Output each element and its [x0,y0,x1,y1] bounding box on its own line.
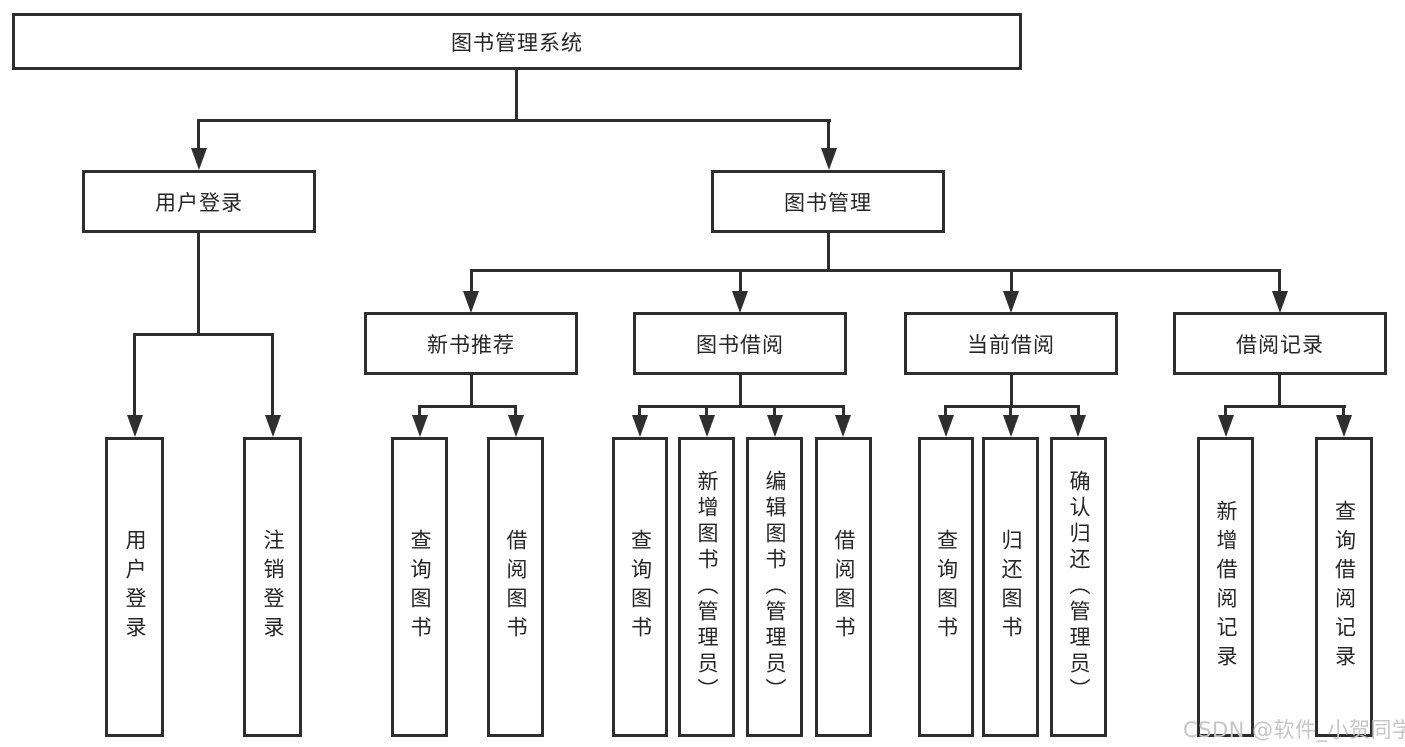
connector-drop [944,405,947,421]
connector-drop [739,269,742,295]
connector-drop [842,405,845,421]
leaf-confirm-return-admin: 确认归还（管理员） [1050,437,1107,737]
leaf-user-login: 用户登录 [105,437,164,737]
node-book-borrowing: 图书借阅 [633,312,847,375]
arrow-down-icon [127,415,143,437]
arrow-down-icon [767,415,783,437]
arrow-down-icon [938,415,954,437]
leaf-add-books-admin: 新增图书（管理员） [678,437,735,737]
connector-drop [1010,269,1013,295]
csdn-watermark: CSDN @软件_小贺同学 [1183,718,1405,742]
node-current-borrowing: 当前借阅 [904,312,1118,375]
arrow-down-icon [265,415,281,437]
arrow-down-icon [191,148,207,170]
leaf-logout: 注销登录 [243,437,302,737]
connector-bookborrow-bar [638,405,845,408]
connector-bookmgmt-bar [470,269,1281,272]
leaf-return-books: 归还图书 [982,437,1039,737]
arrow-down-icon [1272,291,1288,313]
connector-drop [133,333,136,419]
arrow-down-icon [1003,415,1019,437]
node-library-system: 图书管理系统 [12,13,1022,70]
leaf-edit-books-admin: 编辑图书（管理员） [746,437,803,737]
leaf-query-borrow-record: 查询借阅记录 [1315,437,1373,737]
leaf-label: 新增图书（管理员） [695,470,719,704]
node-label: 图书借阅 [696,332,784,357]
connector-drop [514,405,517,421]
leaf-label: 确认归还（管理员） [1067,470,1091,704]
leaf-borrow-borrow-books: 借阅图书 [815,437,872,737]
leaf-label: 查询图书 [934,529,959,645]
leaf-label: 归还图书 [999,529,1023,645]
connector-drop [1009,405,1012,421]
node-label: 用户登录 [155,190,243,215]
arrow-down-icon [699,415,715,437]
connector-newbook-bar [418,405,517,408]
arrow-down-icon [835,415,851,437]
leaf-newbook-borrow-books: 借阅图书 [487,437,544,737]
leaf-label: 编辑图书（管理员） [763,470,787,704]
arrow-down-icon [508,415,524,437]
node-new-book-recommend: 新书推荐 [364,312,578,375]
node-label: 图书管理系统 [451,30,583,55]
connector-userlogin-bar [133,333,274,336]
connector-bookborrow-stem [739,375,742,407]
connector-bookmgmt-drop [827,119,830,152]
connector-userlogin-stem [197,233,200,335]
connector-currentborrow-stem [1010,375,1013,407]
connector-drop [470,269,473,295]
connector-newbook-stem [470,375,473,407]
arrow-down-icon [821,148,837,170]
leaf-label: 借阅图书 [832,529,856,645]
leaf-current-query-books: 查询图书 [918,437,974,737]
leaf-label: 查询图书 [628,529,653,645]
connector-bookmgmt-stem [827,233,830,272]
connector-currentborrow-bar [944,405,1080,408]
node-label: 当前借阅 [967,332,1055,357]
connector-records-bar [1224,405,1346,408]
leaf-newbook-query-books: 查询图书 [391,437,448,737]
node-user-login: 用户登录 [82,170,316,233]
arrow-down-icon [732,291,748,313]
connector-root-stem [515,70,518,122]
connector-root-bar [197,119,831,122]
connector-userlogin-drop [197,119,200,152]
leaf-label: 借阅图书 [504,529,528,645]
arrow-down-icon [632,415,648,437]
connector-drop [271,333,274,419]
connector-drop [1224,405,1227,421]
node-label: 图书管理 [784,190,872,215]
arrow-down-icon [1070,415,1086,437]
connector-drop [1278,269,1281,295]
leaf-label: 查询图书 [408,529,432,645]
node-label: 新书推荐 [427,332,515,357]
connector-drop [1342,405,1345,421]
arrow-down-icon [1336,415,1352,437]
arrow-down-icon [1003,291,1019,313]
node-borrowing-records: 借阅记录 [1173,312,1387,375]
connector-drop [705,405,708,421]
connector-drop [1077,405,1080,421]
leaf-label: 新增借阅记录 [1214,500,1238,674]
leaf-add-borrow-record: 新增借阅记录 [1197,437,1254,737]
connector-drop [418,405,421,421]
connector-drop [773,405,776,421]
leaf-label: 注销登录 [261,529,285,645]
node-book-management: 图书管理 [711,170,945,233]
leaf-label: 用户登录 [123,529,147,645]
leaf-borrow-query-books: 查询图书 [612,437,668,737]
leaf-label: 查询借阅记录 [1332,500,1357,674]
arrow-down-icon [412,415,428,437]
connector-records-stem [1278,375,1281,407]
connector-drop [638,405,641,421]
arrow-down-icon [463,291,479,313]
node-label: 借阅记录 [1236,332,1324,357]
arrow-down-icon [1218,415,1234,437]
